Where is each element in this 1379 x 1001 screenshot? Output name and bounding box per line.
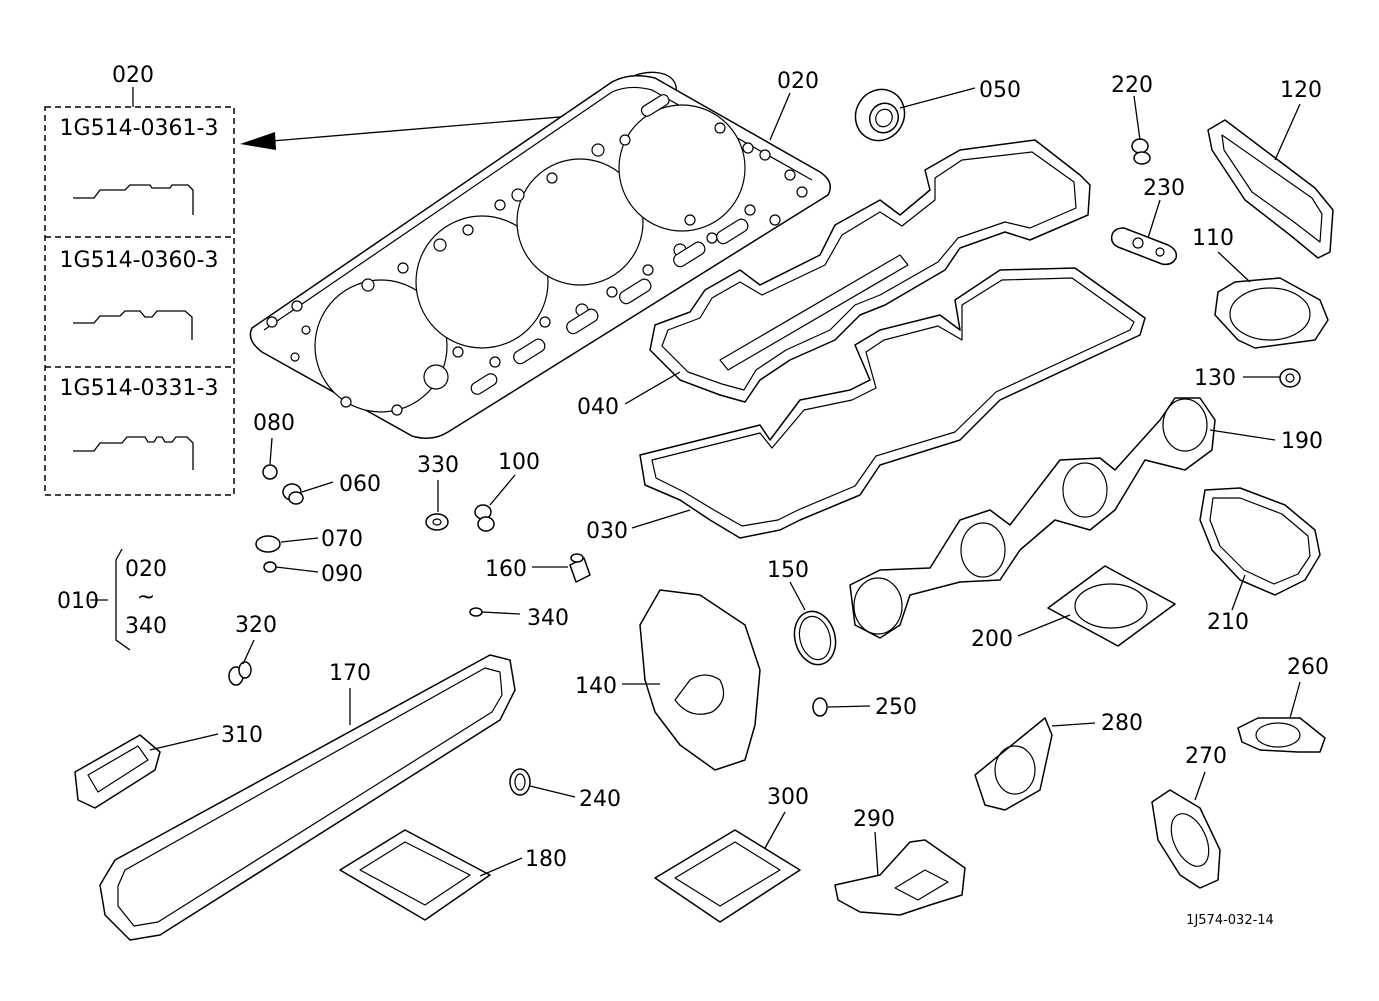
callout-110: 110 — [1192, 226, 1234, 251]
oring-150 — [793, 610, 837, 666]
gasket-260 — [1237, 717, 1326, 753]
callout-020: 020 — [777, 69, 819, 94]
callout-270: 270 — [1185, 744, 1227, 769]
variant-3-label: 1G514-0331-3 — [60, 376, 219, 401]
head-gasket-variant-inset: 020 1G514-0361-3 1G514-0360-3 1G514-0331… — [44, 63, 235, 496]
head-cover-gasket-040 — [649, 139, 1091, 403]
callout-190: 190 — [1281, 429, 1323, 454]
figure-id: 1J574-032-14 — [1186, 913, 1274, 928]
callout-210: 210 — [1207, 610, 1249, 635]
callout-310: 310 — [221, 723, 263, 748]
gasket-230 — [1110, 227, 1178, 266]
oring-250 — [812, 697, 828, 717]
gasket-200 — [1047, 565, 1176, 647]
tappet-cover-gasket-030 — [639, 267, 1146, 539]
oring-070 — [255, 535, 281, 553]
callout-320: 320 — [235, 613, 277, 638]
cylinder-head-gasket — [249, 75, 831, 439]
callout-040: 040 — [577, 395, 619, 420]
washer-100 — [474, 504, 495, 532]
manifold-gasket-190 — [849, 397, 1216, 639]
callout-180: 180 — [525, 847, 567, 872]
seal-060 — [282, 483, 304, 505]
washer-320 — [228, 661, 252, 686]
leader-lines — [90, 87, 1301, 877]
callout-150: 150 — [767, 558, 809, 583]
variant-1-profile — [73, 184, 194, 215]
assembly-range-from: 020 — [125, 557, 167, 582]
gasket-170 — [99, 654, 516, 941]
callout-290: 290 — [853, 807, 895, 832]
washer-340 — [469, 607, 483, 617]
callout-250: 250 — [875, 695, 917, 720]
inset-header-label: 020 — [112, 63, 154, 88]
callout-130: 130 — [1194, 366, 1236, 391]
callout-070: 070 — [321, 527, 363, 552]
callout-230: 230 — [1143, 176, 1185, 201]
assembly-range-to: 340 — [125, 614, 167, 639]
callout-050: 050 — [979, 78, 1021, 103]
callout-170: 170 — [329, 661, 371, 686]
callout-100: 100 — [498, 450, 540, 475]
seal-160 — [569, 553, 591, 583]
gasket-180 — [339, 829, 491, 921]
variant-3-profile — [73, 436, 194, 470]
assembly-range-sep: ~ — [137, 585, 155, 610]
callout-340: 340 — [527, 606, 569, 631]
gasket-210 — [1199, 487, 1321, 596]
callout-220: 220 — [1111, 73, 1153, 98]
gasket-110 — [1214, 277, 1329, 349]
callout-260: 260 — [1287, 655, 1329, 680]
callout-300: 300 — [767, 785, 809, 810]
callout-200: 200 — [971, 627, 1013, 652]
inset-frame — [44, 106, 235, 496]
washer-330 — [425, 513, 449, 531]
seal-240 — [509, 768, 531, 796]
callout-080: 080 — [253, 411, 295, 436]
variant-2-profile — [73, 310, 193, 340]
callout-060: 060 — [339, 472, 381, 497]
callout-330: 330 — [417, 453, 459, 478]
washer-090 — [263, 561, 277, 573]
callout-160: 160 — [485, 557, 527, 582]
callout-labels: 020 050 220 120 230 110 040 130 190 080 … — [221, 69, 1329, 872]
callout-090: 090 — [321, 562, 363, 587]
oring-080 — [262, 464, 278, 480]
seal-220 — [1131, 138, 1151, 165]
gasket-120 — [1207, 119, 1334, 259]
callout-030: 030 — [586, 519, 628, 544]
callout-140: 140 — [575, 674, 617, 699]
gasket-270 — [1151, 789, 1221, 889]
callout-240: 240 — [579, 787, 621, 812]
callout-280: 280 — [1101, 711, 1143, 736]
gasket-290 — [834, 839, 966, 916]
assembly-code: 010 — [57, 589, 99, 614]
seal-130 — [1279, 368, 1301, 388]
gasket-300 — [654, 829, 801, 923]
callout-120: 120 — [1280, 78, 1322, 103]
oil-seal-050 — [854, 88, 906, 142]
gasket-310 — [74, 734, 161, 809]
variant-2-label: 1G514-0360-3 — [60, 248, 219, 273]
variant-1-label: 1G514-0361-3 — [60, 116, 219, 141]
gasket-280 — [974, 717, 1053, 811]
assembly-range: 010 020 ~ 340 — [57, 557, 167, 639]
gasket-140 — [639, 589, 761, 771]
